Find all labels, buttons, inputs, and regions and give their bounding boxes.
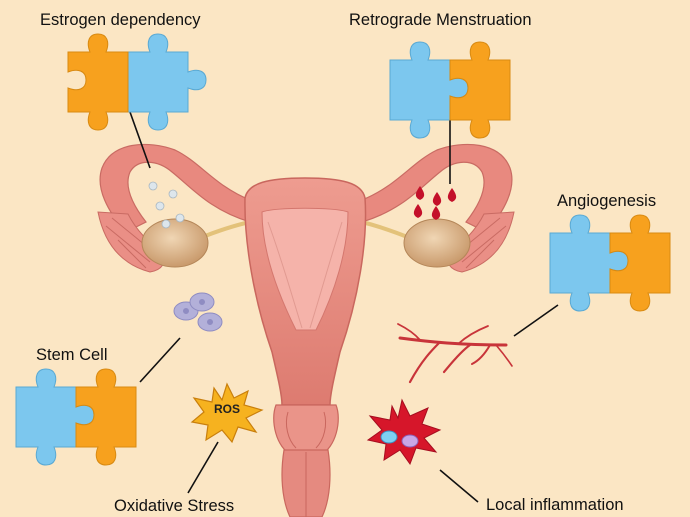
stem-cells <box>173 292 223 332</box>
inflammation-connector <box>439 469 479 503</box>
label-oxidative-stress: Oxidative Stress <box>114 497 235 515</box>
cervix <box>273 404 339 456</box>
stem-cell-connector <box>139 337 181 383</box>
estrogen-puzzle <box>67 33 207 131</box>
label-retrograde-menstruation: Retrograde Menstruation <box>349 11 532 29</box>
label-angiogenesis: Angiogenesis <box>557 192 657 210</box>
inflammation-burst <box>366 398 442 466</box>
angiogenesis-puzzle <box>549 214 671 312</box>
label-local-inflammation: Local inflammation <box>486 496 624 514</box>
right-ovary <box>403 218 471 268</box>
blood-drops <box>413 186 457 220</box>
uterine-cavity <box>261 207 349 331</box>
uterus-illustration <box>97 143 515 517</box>
estrogen-dots <box>148 181 185 229</box>
inflammation-cell-purple <box>401 434 419 448</box>
estrogen-connector <box>129 111 151 169</box>
angiogenesis-connector <box>513 304 559 337</box>
oxidative-connector <box>187 441 219 494</box>
ros-label: ROS <box>213 402 240 416</box>
inflammation-cell-blue <box>380 430 398 444</box>
label-stem-cell: Stem Cell <box>36 346 108 364</box>
stem-cell-puzzle <box>15 368 137 466</box>
label-estrogen-dependency: Estrogen dependency <box>40 11 201 29</box>
ros-burst <box>190 382 264 444</box>
left-ovary <box>141 218 209 268</box>
blood-vessels <box>397 323 513 384</box>
